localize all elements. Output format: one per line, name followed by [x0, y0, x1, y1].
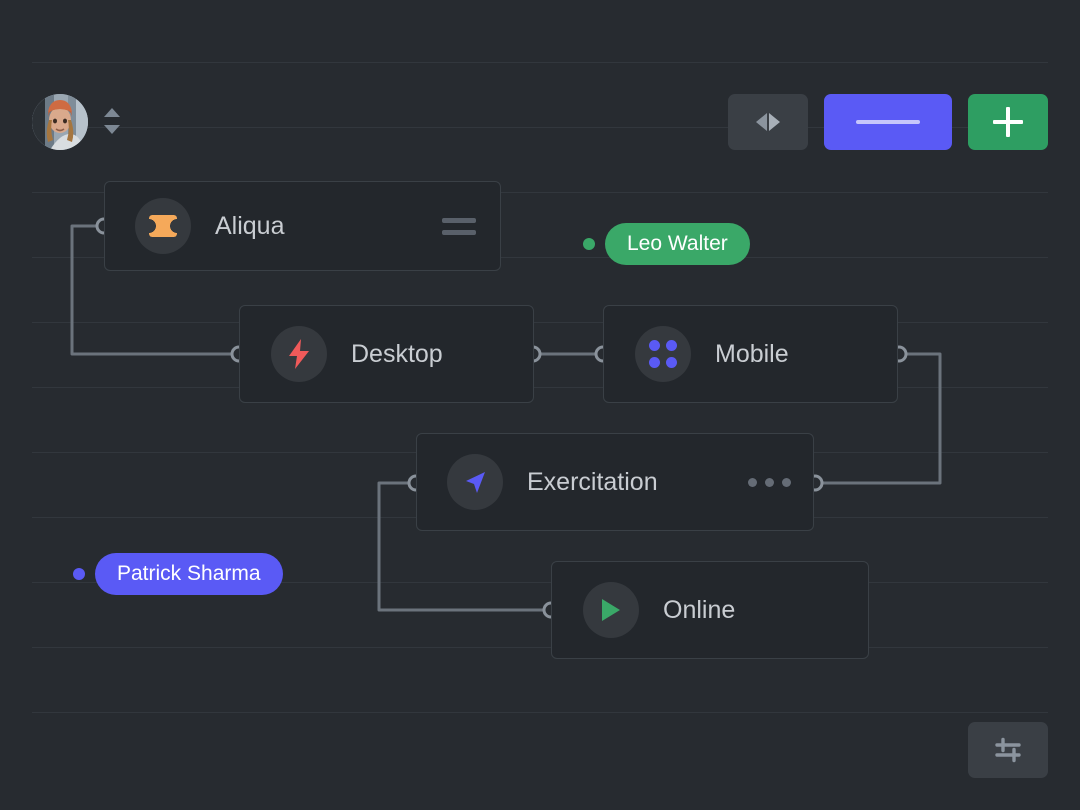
left-right-arrows-icon — [756, 113, 780, 131]
node-desktop[interactable]: Desktop — [239, 305, 534, 403]
plus-icon — [993, 107, 1023, 137]
node-exercitation[interactable]: Exercitation — [416, 433, 814, 531]
avatar[interactable] — [32, 94, 88, 150]
toolbar — [0, 86, 1080, 160]
plus-button[interactable] — [968, 94, 1048, 150]
pill-label: Leo Walter — [627, 232, 728, 255]
node-mobile[interactable]: Mobile — [603, 305, 898, 403]
sliders-icon — [995, 737, 1021, 763]
pill-patrick-sharma[interactable]: Patrick Sharma — [95, 553, 283, 595]
node-aliqua[interactable]: Aliqua — [104, 181, 501, 271]
pill-leo-walter[interactable]: Leo Walter — [605, 223, 750, 265]
four-dots-grid-icon — [635, 326, 691, 382]
ellipsis-icon[interactable] — [748, 477, 791, 487]
status-dot-patrick-sharma — [73, 568, 85, 580]
navigation-arrow-icon — [447, 454, 503, 510]
node-label: Online — [663, 595, 736, 624]
node-label: Mobile — [715, 339, 789, 368]
user-avatar-photo — [32, 94, 88, 150]
sort-updown-icon[interactable] — [102, 106, 122, 138]
node-label: Aliqua — [215, 211, 285, 240]
minus-button[interactable] — [824, 94, 952, 150]
minus-icon — [856, 120, 920, 124]
pill-label: Patrick Sharma — [117, 562, 261, 585]
settings-button[interactable] — [968, 722, 1048, 778]
node-label: Desktop — [351, 339, 443, 368]
swap-button[interactable] — [728, 94, 808, 150]
lightning-bolt-icon — [271, 326, 327, 382]
menu-lines-icon[interactable] — [442, 217, 476, 235]
play-triangle-icon — [583, 582, 639, 638]
ticket-icon — [135, 198, 191, 254]
status-dot-leo-walter — [583, 238, 595, 250]
node-online[interactable]: Online — [551, 561, 869, 659]
node-label: Exercitation — [527, 467, 658, 496]
